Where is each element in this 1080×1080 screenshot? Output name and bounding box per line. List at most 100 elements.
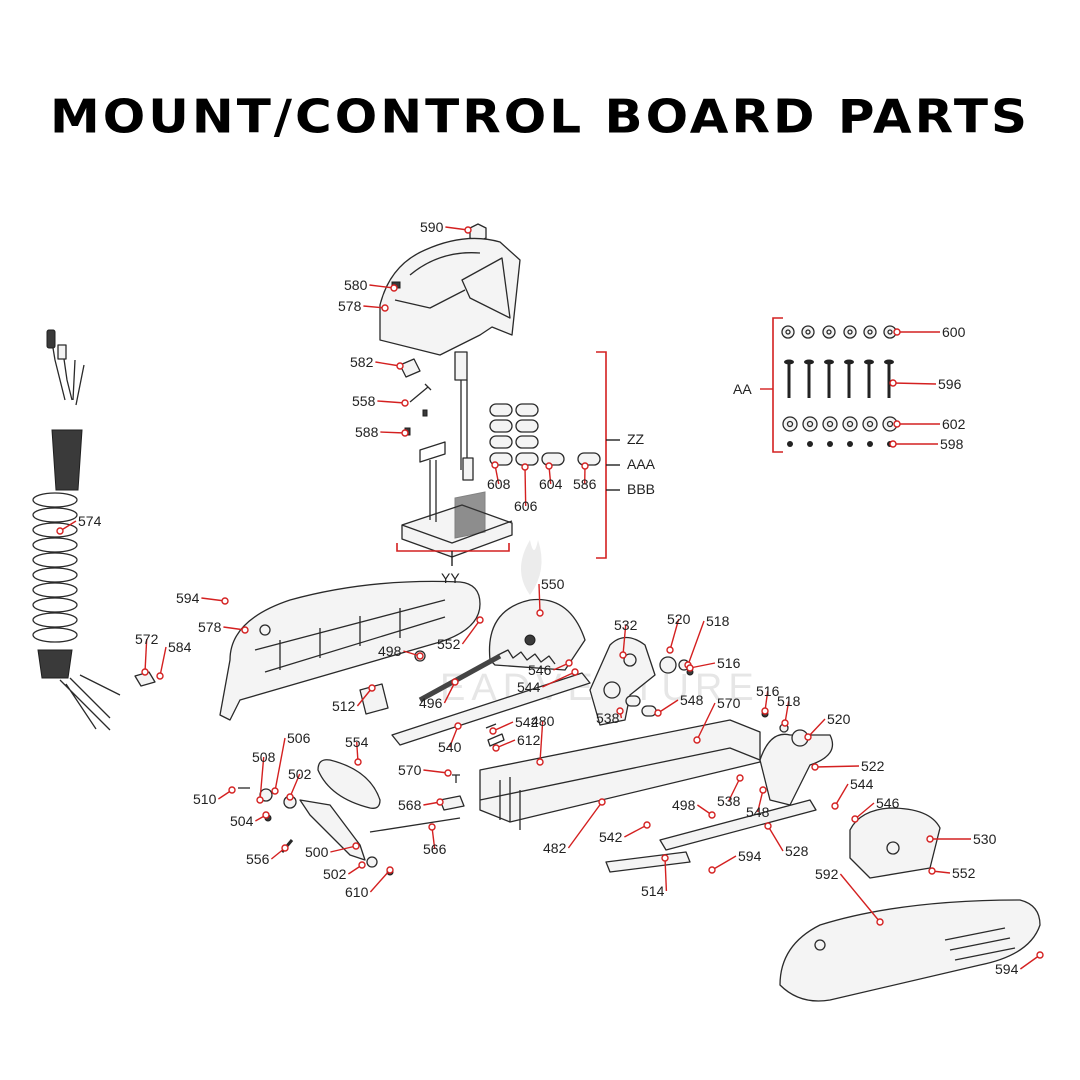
- callout-label: 512: [332, 698, 356, 714]
- callout-leader: [807, 718, 826, 738]
- group-label-yy: YY: [441, 570, 460, 586]
- callout-dot: [489, 727, 497, 735]
- callout-548: 548: [654, 692, 704, 717]
- callout-482: 482: [543, 798, 606, 856]
- callout-544: 544: [517, 668, 579, 695]
- part-screw-570: [452, 774, 460, 783]
- part-spring-542a: [485, 723, 497, 729]
- callout-dot: [390, 284, 398, 292]
- callout-leader: [657, 699, 679, 714]
- callout-594: 594: [995, 951, 1044, 977]
- callout-594: 594: [176, 590, 229, 606]
- callout-480: 480: [531, 713, 555, 766]
- callout-leader: [538, 583, 541, 614]
- callout-574: 574: [56, 513, 102, 535]
- callout-dot: [889, 379, 897, 387]
- callout-dot: [759, 786, 767, 794]
- callout-dot: [764, 822, 772, 830]
- callout-532: 532: [614, 617, 638, 659]
- callout-dot: [262, 811, 270, 819]
- callout-dot: [893, 328, 901, 336]
- callout-leader: [757, 789, 764, 813]
- callout-label: 498: [672, 797, 696, 813]
- callout-dot: [436, 798, 444, 806]
- callout-label: 520: [827, 711, 851, 727]
- callout-dot: [565, 659, 573, 667]
- callout-dot: [545, 462, 553, 470]
- part-wire-566: [369, 817, 461, 833]
- callout-label: 570: [717, 695, 741, 711]
- callout-leader: [159, 646, 167, 677]
- bracket-right-zz: ZZ AAA BBB: [596, 351, 656, 559]
- callout-label: 538: [596, 710, 620, 726]
- callout-dot: [454, 722, 462, 730]
- callout-label: 550: [541, 576, 565, 592]
- callout-dot: [416, 652, 424, 660]
- part-rod-496: [418, 653, 502, 703]
- callout-leader: [839, 873, 881, 923]
- callout-592: 592: [815, 866, 884, 926]
- callout-label: 556: [246, 851, 270, 867]
- callout-dot: [491, 461, 499, 469]
- callout-label: 502: [288, 766, 312, 782]
- callout-label: 542: [515, 714, 539, 730]
- callout-606: 606: [514, 463, 538, 514]
- callout-522: 522: [811, 758, 885, 774]
- callout-label: 506: [287, 730, 311, 746]
- callout-label: 552: [952, 865, 976, 881]
- callout-label: 500: [305, 844, 329, 860]
- callout-546: 546: [528, 659, 573, 678]
- part-washer-502b: [366, 856, 378, 868]
- part-spacer-548: [641, 705, 657, 717]
- callout-538: 538: [596, 707, 624, 726]
- callout-612: 612: [492, 732, 541, 752]
- callout-leader: [449, 725, 459, 748]
- bracket-aa: AA: [733, 317, 783, 453]
- callout-516: 516: [686, 655, 741, 672]
- callout-layer: 5905805785825585885746005966025986086066…: [56, 219, 1044, 977]
- callout-dot: [781, 719, 789, 727]
- part-pin-small: [422, 409, 428, 417]
- callout-578: 578: [198, 619, 249, 635]
- callout-502: 502: [323, 861, 366, 882]
- callout-496: 496: [419, 678, 459, 711]
- part-link-514: [605, 851, 691, 873]
- callout-label: 514: [641, 883, 665, 899]
- callout-leader: [696, 702, 716, 741]
- callout-498: 498: [672, 797, 716, 819]
- callout-dot: [256, 796, 264, 804]
- callout-dot: [536, 609, 544, 617]
- part-gear-housing: [488, 598, 586, 671]
- callout-584: 584: [156, 639, 192, 680]
- callout-dot: [464, 226, 472, 234]
- callout-leader: [375, 361, 401, 367]
- callout-dot: [686, 664, 694, 672]
- callout-dot: [536, 758, 544, 766]
- callout-label: 586: [573, 476, 597, 492]
- callout-540: 540: [438, 722, 462, 755]
- callout-label: 588: [355, 424, 379, 440]
- callout-520: 520: [666, 611, 691, 654]
- callout-dot: [804, 733, 812, 741]
- callout-dot: [358, 861, 366, 869]
- callout-550: 550: [536, 576, 565, 617]
- callout-590: 590: [420, 219, 472, 235]
- callout-label: 530: [973, 831, 997, 847]
- callout-leader: [767, 825, 784, 852]
- callout-label: 594: [176, 590, 200, 606]
- callout-leader: [542, 671, 576, 688]
- callout-610: 610: [345, 866, 394, 900]
- callout-dot: [708, 811, 716, 819]
- callout-leader: [356, 687, 373, 707]
- callout-dot: [571, 668, 579, 676]
- callout-label: 584: [168, 639, 192, 655]
- callout-528: 528: [764, 822, 809, 859]
- callout-label: 548: [746, 804, 770, 820]
- callout-leader: [289, 773, 301, 798]
- callout-dot: [581, 462, 589, 470]
- callout-586: 586: [573, 462, 597, 492]
- callout-dot: [619, 651, 627, 659]
- callout-leader: [369, 869, 391, 893]
- callout-label: 592: [815, 866, 839, 882]
- callout-dot: [401, 399, 409, 407]
